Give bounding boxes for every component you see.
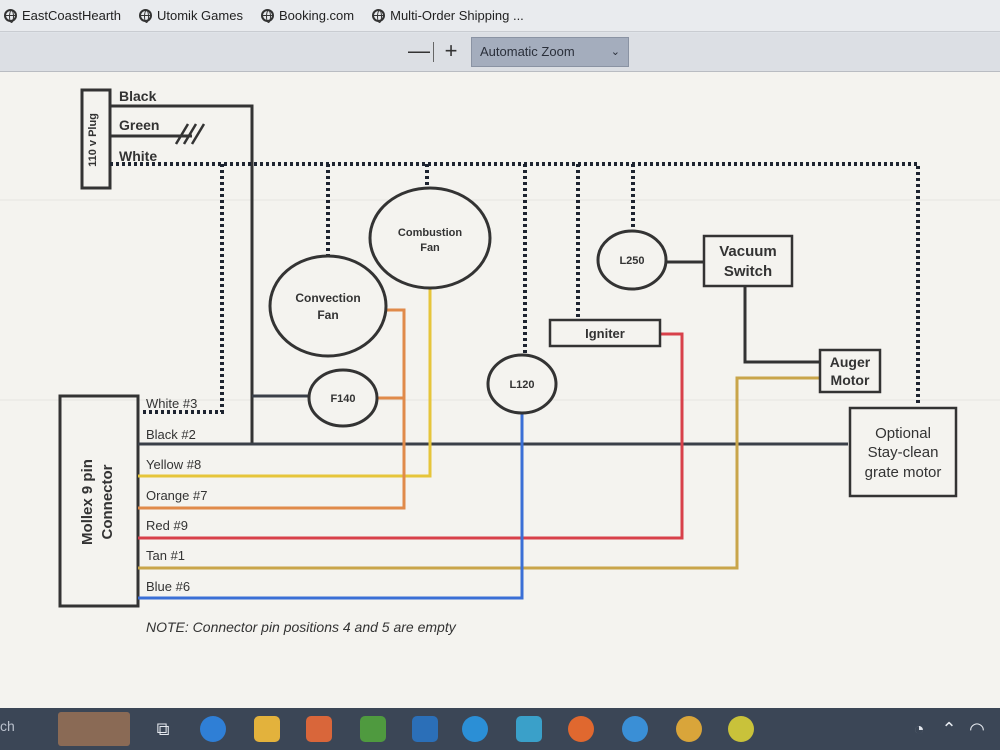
pdf-page: 110 v Plug Black Green White Mollex 9 pi…	[0, 72, 1000, 708]
plug-black-label: Black	[119, 88, 157, 104]
pin-black-label: Black #2	[146, 427, 196, 442]
vacuum-switch-label-line2: Switch	[724, 263, 772, 280]
grate-motor-label-line3: grate motor	[865, 464, 942, 481]
wire-blue	[138, 412, 524, 600]
combustion-fan-label-line1: Combustion	[398, 227, 462, 239]
bookmark-booking[interactable]: Booking.com	[260, 8, 355, 23]
convection-fan	[268, 254, 388, 358]
wire-vacuum-auger	[743, 286, 820, 364]
pin-red-label: Red #9	[146, 518, 188, 533]
molex-connector	[58, 394, 140, 608]
zoom-out-button[interactable]: —	[408, 38, 430, 63]
connector-label-line2: Connector	[99, 464, 116, 539]
edge-browser-icon[interactable]	[200, 716, 226, 742]
grate-motor-label-line2: Stay-clean	[868, 444, 939, 461]
l120-thermal-switch	[486, 353, 558, 415]
bookmark-label: Multi-Order Shipping ...	[390, 8, 524, 23]
combustion-fan	[368, 186, 492, 290]
connector-note: NOTE: Connector pin positions 4 and 5 ar…	[146, 619, 457, 635]
app-icon-3[interactable]	[728, 716, 754, 742]
skype-icon[interactable]	[622, 716, 648, 742]
search-highlight-image	[58, 712, 130, 746]
photos-icon[interactable]	[516, 716, 542, 742]
auger-motor-label-line1: Auger	[830, 354, 871, 370]
pdf-toolbar: — + Automatic Zoom ⌄	[0, 33, 1000, 72]
app-icon[interactable]	[360, 716, 386, 742]
chevron-down-icon: ⌄	[610, 46, 620, 58]
wire-red	[138, 332, 684, 540]
wiring-diagram: 110 v Plug Black Green White Mollex 9 pi…	[0, 88, 1000, 635]
l250-thermal-switch	[596, 229, 668, 291]
bookmark-eastcoasthearth[interactable]: EastCoastHearth	[4, 8, 121, 23]
wire-orange	[138, 308, 406, 510]
vacuum-switch-label-line1: Vacuum	[719, 243, 777, 260]
pin-white-label: White #3	[146, 396, 197, 411]
globe-icon	[4, 9, 17, 23]
combustion-fan-label-line2: Fan	[420, 242, 440, 254]
plug-white-label: White	[119, 148, 157, 164]
bookmark-label: Booking.com	[278, 8, 355, 23]
auger-motor	[818, 348, 882, 394]
vacuum-switch	[702, 234, 794, 288]
convection-fan-label-line2: Fan	[317, 308, 338, 322]
grate-motor	[848, 406, 958, 498]
igniter	[548, 318, 662, 348]
bookmark-multi-order-shipping[interactable]: Multi-Order Shipping ...	[372, 8, 524, 23]
firefox-icon[interactable]	[568, 716, 594, 742]
media-player-icon[interactable]	[462, 716, 488, 742]
igniter-label: Igniter	[585, 326, 625, 341]
connector-label-line1: Mollex 9 pin	[79, 459, 96, 545]
taskbar: ch ⧉ ◔ ⌃ ◠	[0, 708, 1000, 750]
globe-icon	[372, 9, 386, 23]
zoom-select[interactable]: Automatic Zoom ⌄	[471, 37, 629, 67]
l250-label: L250	[619, 255, 644, 267]
l120-label: L120	[509, 379, 534, 391]
grate-motor-label-line1: Optional	[875, 425, 931, 442]
plug-box	[80, 88, 112, 190]
globe-icon	[260, 9, 274, 23]
plug-label: 110 v Plug	[87, 113, 99, 167]
toolbar-separator	[433, 42, 434, 62]
f140-label: F140	[330, 393, 355, 405]
wire-tan	[138, 376, 820, 570]
bookmark-utomik-games[interactable]: Utomik Games	[139, 8, 243, 23]
taskbar-search-text[interactable]: ch	[0, 718, 15, 734]
globe-icon	[139, 9, 152, 23]
f140-thermal-switch	[307, 368, 379, 428]
ground-symbol	[174, 123, 206, 145]
zoom-select-value: Automatic Zoom	[480, 44, 575, 59]
pin-yellow-label: Yellow #8	[146, 457, 201, 472]
convection-fan-label-line1: Convection	[295, 291, 360, 305]
chevron-up-icon[interactable]: ⌃	[941, 719, 957, 739]
plug-green-label: Green	[119, 117, 159, 133]
bookmarks-bar: EastCoastHearth Utomik Games Booking.com…	[0, 0, 1000, 32]
wire-yellow	[138, 288, 432, 478]
pin-orange-label: Orange #7	[146, 488, 207, 503]
pin-blue-label: Blue #6	[146, 579, 190, 594]
auger-motor-label-line2: Motor	[831, 372, 870, 388]
app-icon-2[interactable]	[676, 716, 702, 742]
bookmark-label: EastCoastHearth	[22, 8, 121, 23]
white-neutral-bus	[110, 162, 920, 414]
system-tray-icon[interactable]: ◔	[913, 719, 925, 739]
wifi-icon[interactable]: ◠	[969, 719, 985, 739]
task-view-icon[interactable]: ⧉	[156, 719, 170, 739]
plug-black-wire	[110, 104, 254, 444]
file-explorer-icon[interactable]	[254, 716, 280, 742]
bookmark-label: Utomik Games	[157, 8, 243, 23]
store-icon[interactable]	[306, 716, 332, 742]
zoom-in-button[interactable]: +	[444, 38, 458, 63]
mail-icon[interactable]	[412, 716, 438, 742]
pin-tan-label: Tan #1	[146, 548, 185, 563]
